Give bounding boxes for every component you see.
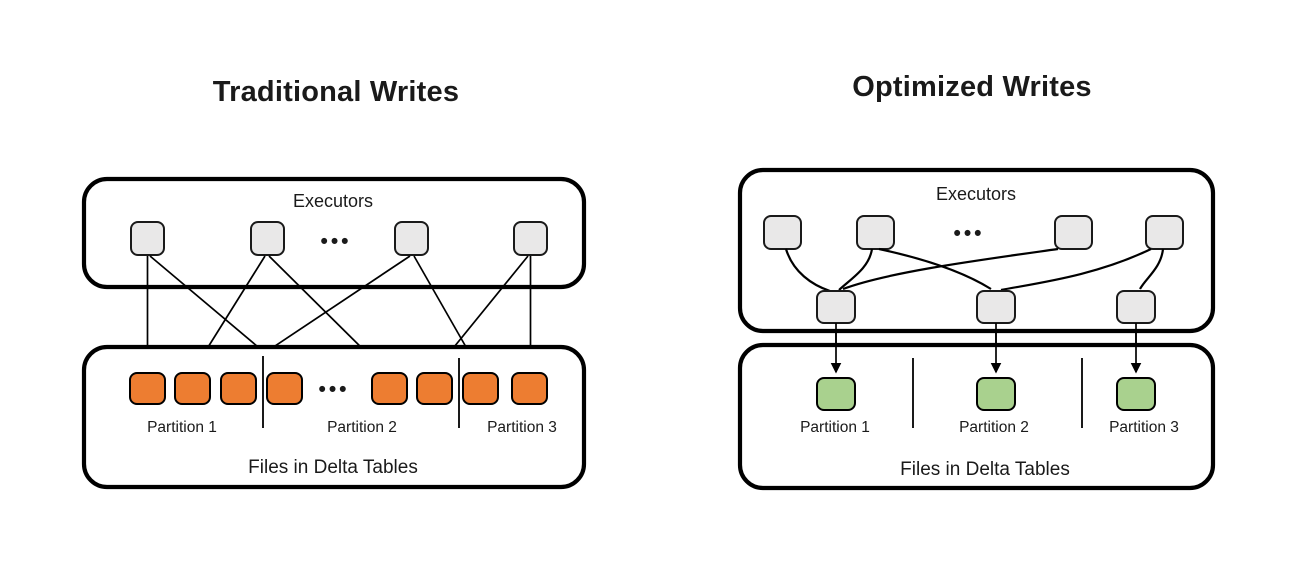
optimized-writer-1 xyxy=(816,290,856,324)
traditional-executors-box xyxy=(81,176,587,290)
optimized-executor-4 xyxy=(1145,215,1184,250)
optimized-executor-1 xyxy=(763,215,802,250)
optimized-writer-3 xyxy=(1116,290,1156,324)
traditional-file-5 xyxy=(371,372,408,405)
optimized-executors-label: Executors xyxy=(936,184,1016,204)
traditional-executor-2 xyxy=(250,221,285,256)
optimized-executor-2 xyxy=(856,215,895,250)
traditional-files-ellipsis: ••• xyxy=(318,378,349,401)
traditional-panel-title: Traditional Writes xyxy=(213,76,459,108)
traditional-file-2 xyxy=(174,372,211,405)
traditional-file-7 xyxy=(462,372,499,405)
traditional-partition-2-label: Partition 2 xyxy=(327,419,397,436)
traditional-file-8 xyxy=(511,372,548,405)
optimized-files-box xyxy=(737,342,1216,491)
traditional-file-1 xyxy=(129,372,166,405)
optimized-executors-box xyxy=(737,167,1216,334)
traditional-files-label: Files in Delta Tables xyxy=(248,457,418,478)
optimized-writes-panel: Optimized Writes Executors ••• xyxy=(737,71,1216,491)
optimized-writer-2 xyxy=(976,290,1016,324)
traditional-executor-1 xyxy=(130,221,165,256)
traditional-file-6 xyxy=(416,372,453,405)
optimized-partition-3-label: Partition 3 xyxy=(1109,419,1179,436)
traditional-file-3 xyxy=(220,372,257,405)
optimized-file-3 xyxy=(1116,377,1156,411)
traditional-executor-3 xyxy=(394,221,429,256)
optimized-executors-ellipsis: ••• xyxy=(953,222,984,245)
optimized-write-arrows-overlay xyxy=(830,330,1142,374)
optimized-partition-2-label: Partition 2 xyxy=(959,419,1029,436)
traditional-writes-panel: Traditional Writes Executors ••• ••• xyxy=(81,76,587,490)
optimized-shuffle-curves xyxy=(784,247,1165,293)
traditional-partition-3-label: Partition 3 xyxy=(487,419,557,436)
traditional-partition-1-label: Partition 1 xyxy=(147,419,217,436)
optimized-file-1 xyxy=(816,377,856,411)
traditional-executor-4 xyxy=(513,221,548,256)
optimized-file-2 xyxy=(976,377,1016,411)
optimized-panel-title: Optimized Writes xyxy=(852,71,1092,103)
optimized-executor-3 xyxy=(1054,215,1093,250)
optimized-partition-1-label: Partition 1 xyxy=(800,419,870,436)
optimized-files-label: Files in Delta Tables xyxy=(900,459,1070,480)
traditional-file-4 xyxy=(266,372,303,405)
traditional-executors-ellipsis: ••• xyxy=(320,230,351,253)
traditional-executors-label: Executors xyxy=(293,191,373,211)
